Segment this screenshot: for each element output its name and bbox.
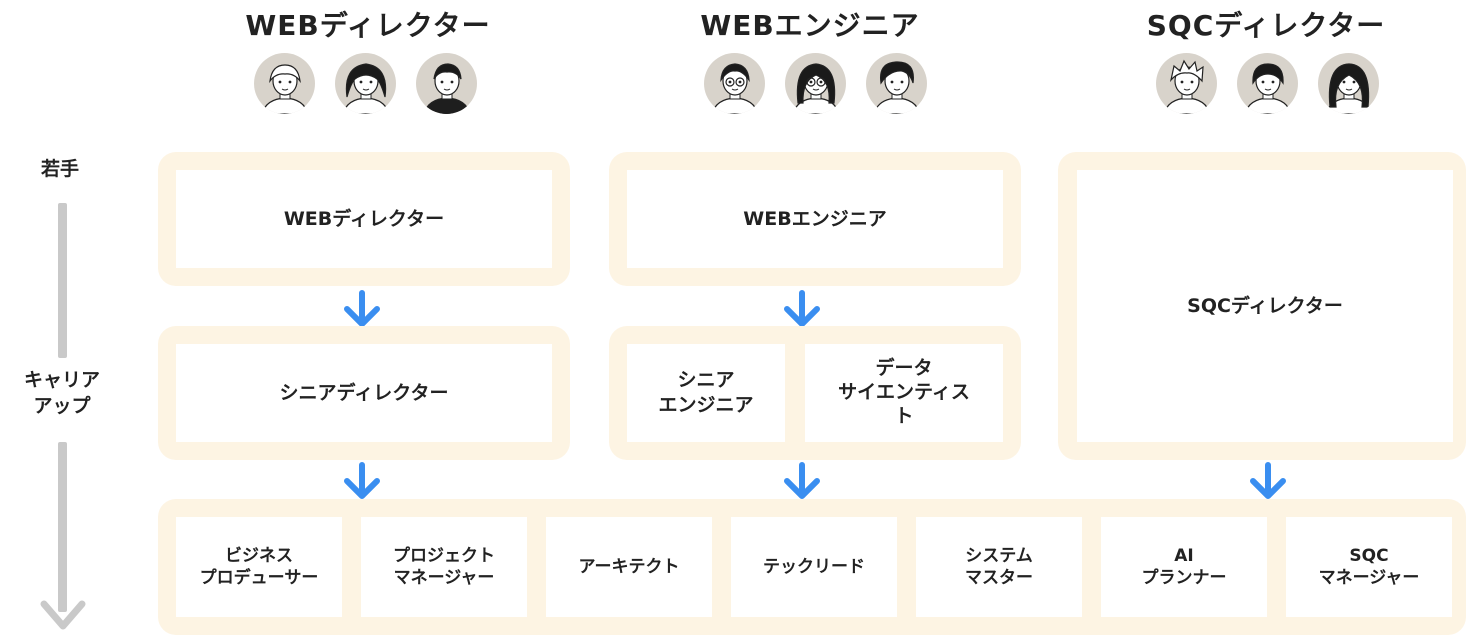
data-scientist-line2: サイエンティス [838,381,970,404]
senior-role-line1: AI [1174,545,1194,566]
box-senior-director: シニアディレクター [176,344,552,442]
box-sqc-director: SQCディレクター [1077,170,1453,442]
data-scientist-line3: ト [894,404,914,427]
senior-role-line1: システム [965,545,1033,566]
senior-role-box: アーキテクト [546,517,712,617]
senior-role-line1: テックリード [763,556,865,577]
senior-engineer-line1: シニア [677,369,735,392]
timeline-bar-lower [58,442,67,612]
avatar-portrait-icon [711,63,759,114]
arrow-down-icon [784,290,820,327]
avatar-woman-ponytail [1237,53,1298,114]
avatar-man-hand-on-face [254,53,315,114]
timeline-start-label: 若手 [40,158,79,180]
avatar-portrait-icon [1244,63,1292,114]
arrow-down-icon [344,290,380,327]
box-web-engineer: WEBエンジニア [627,170,1003,268]
avatar-portrait-icon [261,64,309,114]
box-web-director: WEBディレクター [176,170,552,268]
avatar-man-glasses [704,53,765,114]
avatar-woman-bob-hair [335,53,396,114]
arrow-down-icon [1250,462,1286,499]
column-title-web-engineer: WEBエンジニア [700,9,920,42]
timeline-middle-label-line2: アップ [33,394,91,417]
avatar-man-dark-shirt [416,53,477,114]
box-data-scientist: データ サイエンティス ト [805,344,1003,442]
senior-role-line2: マネージャー [1318,568,1420,588]
senior-role-line1: アーキテクト [578,556,680,577]
senior-role-box: システムマスター [916,517,1082,617]
avatar-portrait-icon [873,61,921,114]
avatar-portrait-icon [423,63,471,114]
senior-role-line2: マスター [965,568,1033,588]
avatar-group-web-engineer [704,53,927,114]
timeline-arrow-down-icon [40,600,86,630]
senior-role-box: プロジェクトマネージャー [361,517,527,617]
senior-role-line2: マネージャー [393,568,495,588]
senior-role-line2: プランナー [1141,568,1227,588]
senior-role-line1: プロジェクト [393,545,495,566]
arrow-down-icon [784,462,820,499]
avatar-woman-glasses [785,53,846,114]
timeline-middle-label-line1: キャリア [23,369,100,391]
avatar-portrait-icon [1325,63,1373,114]
senior-role-box: ビジネスプロデューサー [176,517,342,617]
avatar-group-web-director [254,53,477,114]
column-title-sqc-director: SQCディレクター [1146,9,1386,42]
senior-engineer-line2: エンジニア [658,394,754,416]
senior-role-line1: ビジネス [224,545,293,566]
avatar-man-curly-hair [866,53,927,114]
avatar-portrait-icon [1163,59,1211,114]
senior-role-line2: プロデューサー [199,568,319,588]
arrow-down-icon [344,462,380,499]
timeline-middle-label: キャリア アップ [0,368,124,419]
avatar-woman-long-hair [1318,53,1379,114]
data-scientist-line1: データ [875,357,933,380]
avatar-portrait-icon [792,63,840,114]
timeline-bar-upper [58,203,67,358]
avatar-group-sqc-director [1156,53,1379,114]
avatar-man-spiky-hair [1156,53,1217,114]
column-title-web-director: WEBディレクター [245,9,491,42]
box-senior-engineer: シニア エンジニア [627,344,785,442]
senior-role-box: テックリード [731,517,897,617]
senior-role-line1: SQC [1349,545,1389,566]
avatar-portrait-icon [342,63,390,114]
